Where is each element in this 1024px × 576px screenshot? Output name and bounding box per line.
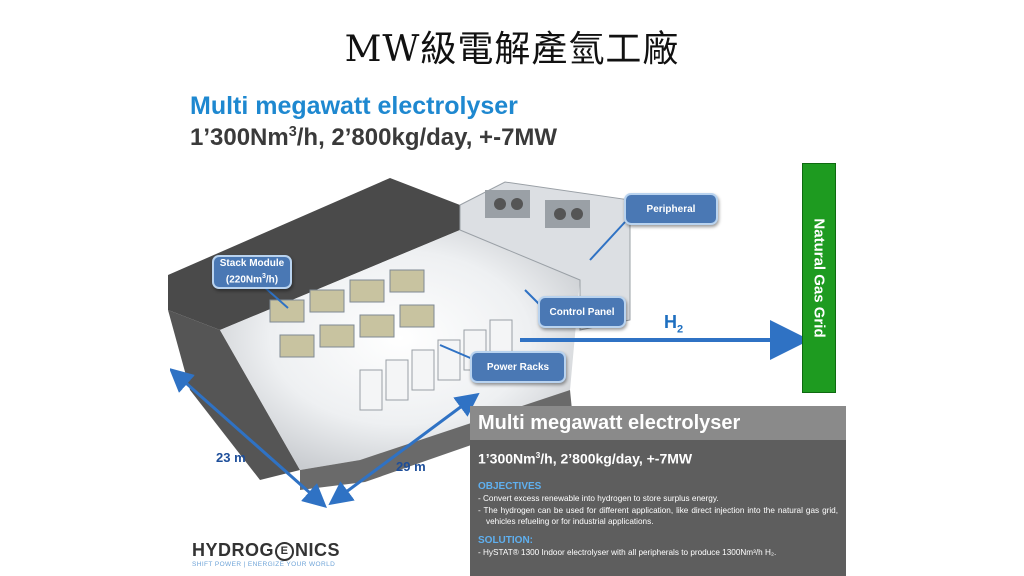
callout-stack-module: Stack Module (220Nm3/h) [212, 255, 292, 289]
fan-icon [554, 208, 566, 220]
logo-text: HYDROG [192, 540, 275, 560]
fan-icon [511, 198, 523, 210]
h2-label-sub: 2 [677, 323, 684, 336]
panel-subheading: 1’300Nm3/h, 2’800kg/day, +-7MW [478, 450, 846, 467]
subhead-sup: 3 [288, 124, 297, 140]
stack-modules [269, 269, 435, 358]
solution-item: - HySTAT® 1300 Indoor electrolyser with … [478, 547, 777, 557]
objective-item: - The hydrogen can be used for different… [478, 505, 838, 526]
panel-heading: Multi megawatt electrolyser [470, 406, 846, 440]
callout-stack-module-rate: (220Nm [225, 274, 262, 286]
panel-sub-text-2: /h, 2’800kg/day, +-7MW [540, 450, 693, 467]
info-panel: Multi megawatt electrolyser 1’300Nm3/h, … [470, 406, 846, 576]
callout-stack-module-sup: 3 [262, 273, 266, 281]
headline: Multi megawatt electrolyser [190, 92, 518, 120]
callout-power-racks: Power Racks [470, 351, 566, 383]
subhead-text-2: /h, 2’800kg/day, +-7MW [296, 124, 558, 151]
solution-title: SOLUTION: [478, 534, 533, 546]
objectives-title: OBJECTIVES [478, 480, 542, 492]
power-racks [359, 319, 513, 411]
natural-gas-grid: Natural Gas Grid [802, 163, 836, 393]
subhead-text: 1’300Nm [190, 124, 289, 151]
width-dimension-arrow [170, 368, 327, 508]
length-dimension-arrow [328, 392, 480, 506]
panel-sub-text: 1’300Nm [478, 450, 536, 467]
roof-left-wall [168, 178, 460, 330]
logo-tagline: SHIFT POWER | ENERGIZE YOUR WORLD [192, 561, 336, 568]
callout-stack-module-line2: (220Nm3/h) [226, 270, 278, 286]
callout-stack-module-unit: /h) [265, 274, 279, 286]
logo-text-2: NICS [295, 540, 341, 560]
power-racks-pointer [439, 344, 476, 361]
logo-e-icon: E [275, 542, 295, 561]
callout-stack-module-line1: Stack Module [219, 258, 285, 270]
h2-label-main: H [664, 312, 677, 332]
objective-item: - Convert excess renewable into hydrogen… [478, 493, 719, 503]
width-dimension-label: 23 m [216, 450, 246, 465]
length-dimension-label: 29 m [396, 459, 426, 474]
slide-title: MW級電解產氫工廠 [344, 29, 680, 70]
callout-peripheral: Peripheral [624, 193, 718, 225]
fan-icon [494, 198, 506, 210]
subhead: 1’300Nm3/h, 2’800kg/day, +-7MW [190, 124, 557, 152]
callout-control-panel: Control Panel [538, 296, 626, 328]
h2-label: H2 [664, 312, 683, 336]
control-panel-pointer [524, 289, 541, 306]
panel-sub-sup: 3 [535, 450, 541, 460]
peripheral-pointer [589, 221, 626, 261]
fan-icon [571, 208, 583, 220]
dimension-arrows [170, 368, 480, 508]
natural-gas-grid-label: Natural Gas Grid [810, 218, 828, 338]
